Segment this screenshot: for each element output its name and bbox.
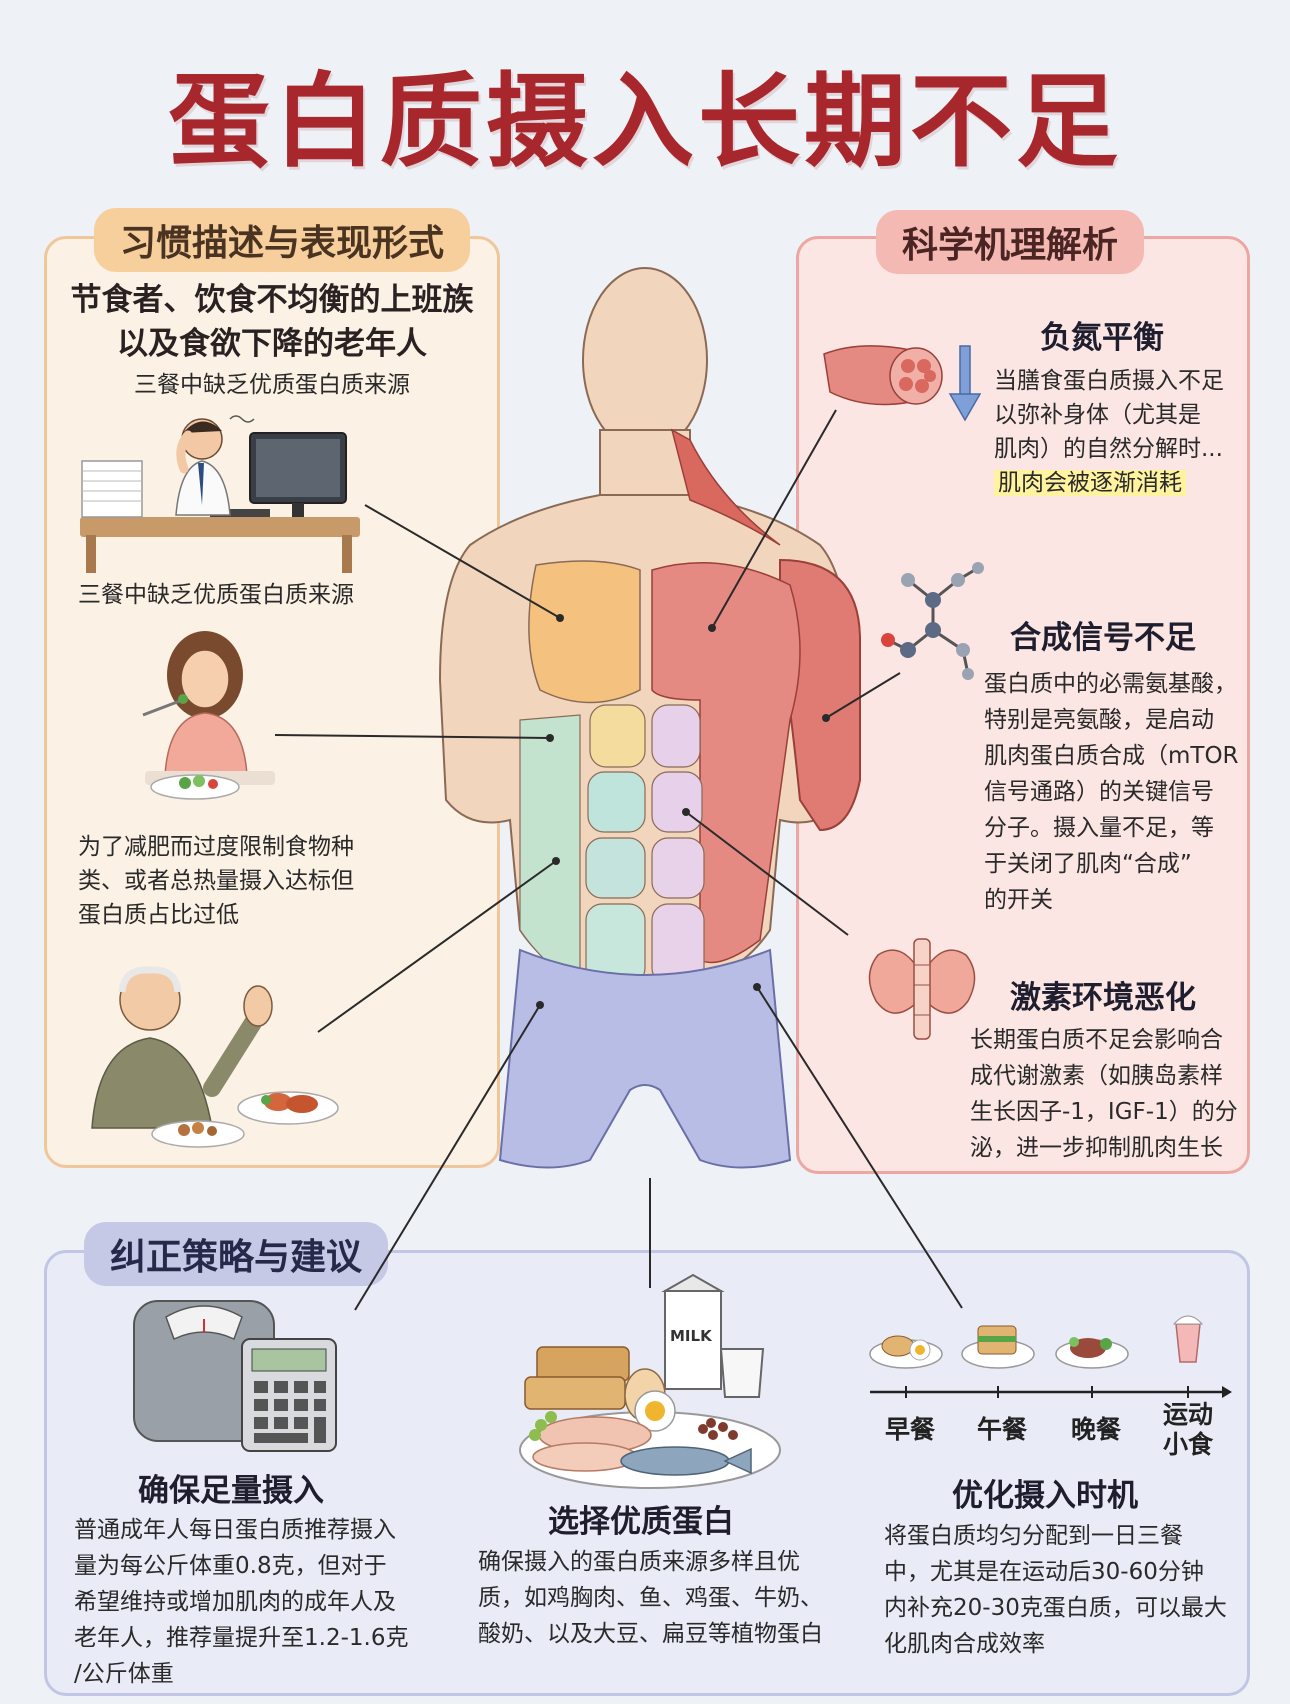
hormone-line3: 生长因子-1，IGF-1）的分 — [970, 1099, 1238, 1125]
signal-title: 合成信号不足 — [1010, 620, 1196, 656]
milk-carton-label: MILK — [670, 1327, 713, 1345]
signal-text: 蛋白质中的必需氨基酸， 特别是亮氨酸，是启动 肌肉蛋白质合成（mTOR 信号通路… — [984, 666, 1239, 918]
amount-title: 确保足量摄入 — [138, 1473, 324, 1509]
habit-headline: 节食者、饮食不均衡的上班族 以及食欲下降的老年人 — [50, 278, 494, 366]
timeline-label-lunch: 午餐 — [977, 1415, 1028, 1444]
amount-text: 普通成年人每日蛋白质推荐摄入 量为每公斤体重0.8克，但对于 希望维持或增加肌肉… — [74, 1512, 408, 1692]
signal-line5: 分子。摄入量不足，等 — [984, 815, 1214, 841]
amount-line1: 普通成年人每日蛋白质推荐摄入 — [74, 1517, 396, 1543]
signal-line2: 特别是亮氨酸，是启动 — [984, 707, 1214, 733]
page-title: 蛋白质摄入长期不足 — [168, 63, 1122, 182]
diet-text-line1: 为了减肥而过度限制食物种 — [78, 834, 354, 860]
timeline-label-snack: 运动 小食 — [1160, 1400, 1216, 1460]
timing-line4: 化肌肉合成效率 — [884, 1631, 1045, 1657]
nitrogen-text: 当膳食蛋白质摄入不足 以弥补身体（尤其是 肌肉）的自然分解时... 肌肉会被逐渐… — [994, 364, 1224, 500]
timeline-label-snack-line2: 小食 — [1162, 1430, 1213, 1459]
timing-line2: 中，尤其是在运动后30-60分钟 — [884, 1559, 1204, 1585]
habit-note-bottom: 三餐中缺乏优质蛋白质来源 — [78, 582, 354, 608]
quality-line2: 质，如鸡胸肉、鱼、鸡蛋、牛奶、 — [478, 1585, 823, 1611]
dieting-woman-illustration — [142, 631, 275, 800]
muscle-fiber-icon — [823, 345, 943, 406]
signal-line7: 的开关 — [984, 887, 1053, 913]
mechanism-panel — [796, 236, 1250, 1174]
protein-food-plate-illustration: MILK — [519, 1273, 781, 1489]
scale-calculator-icon — [133, 1300, 337, 1452]
strategy-panel-tag: 纠正策略与建议 — [84, 1222, 389, 1286]
amount-line4: 老年人，推荐量提升至1.2-1.6克 — [74, 1625, 409, 1651]
amount-line3: 希望维持或增加肌肉的成年人及 — [74, 1589, 396, 1615]
signal-line6: 于关闭了肌肉“合成” — [984, 851, 1192, 877]
habit-panel-tag: 习惯描述与表现形式 — [94, 208, 471, 272]
diet-text: 为了减肥而过度限制食物种 类、或者总热量摄入达标但 蛋白质占比过低 — [78, 830, 354, 932]
signal-line4: 信号通路）的关键信号 — [984, 779, 1214, 805]
quality-text: 确保摄入的蛋白质来源多样且优 质，如鸡胸肉、鱼、鸡蛋、牛奶、 酸奶、以及大豆、扁… — [478, 1544, 823, 1652]
timing-title: 优化摄入时机 — [952, 1478, 1138, 1514]
diet-text-line2: 类、或者总热量摄入达标但 — [78, 868, 354, 894]
quality-title: 选择优质蛋白 — [548, 1504, 734, 1540]
quality-line1: 确保摄入的蛋白质来源多样且优 — [478, 1549, 800, 1575]
timeline-label-breakfast: 早餐 — [885, 1415, 936, 1444]
meal-timeline-chart — [869, 1315, 1232, 1398]
office-worker-illustration — [80, 415, 360, 573]
hormone-text: 长期蛋白质不足会影响合 成代谢激素（如胰岛素样 生长因子-1，IGF-1）的分 … — [970, 1022, 1238, 1166]
timeline-label-dinner: 晚餐 — [1071, 1415, 1122, 1444]
diet-text-line3: 蛋白质占比过低 — [78, 902, 239, 928]
mechanism-panel-tag: 科学机理解析 — [876, 210, 1145, 274]
signal-line3: 肌肉蛋白质合成（mTOR — [984, 743, 1239, 769]
timing-line3: 内补充20-30克蛋白质，可以最大 — [884, 1595, 1227, 1621]
nitrogen-highlight: 肌肉会被逐渐消耗 — [994, 470, 1186, 496]
thyroid-gland-icon — [868, 938, 976, 1040]
hormone-line4: 泌，进一步抑制肌肉生长 — [970, 1135, 1223, 1161]
elderly-man-illustration — [91, 966, 339, 1148]
timeline-label-snack-line1: 运动 — [1162, 1400, 1213, 1429]
hormone-title: 激素环境恶化 — [1010, 980, 1196, 1016]
down-arrow-icon — [948, 345, 982, 422]
hormone-line2: 成代谢激素（如胰岛素样 — [970, 1063, 1223, 1089]
timing-text: 将蛋白质均匀分配到一日三餐 中，尤其是在运动后30-60分钟 内补充20-30克… — [884, 1518, 1227, 1662]
amino-acid-molecule-icon — [881, 562, 984, 680]
hormone-line1: 长期蛋白质不足会影响合 — [970, 1027, 1223, 1053]
habit-note-top: 三餐中缺乏优质蛋白质来源 — [134, 372, 410, 398]
amount-line5: /公斤体重 — [74, 1661, 174, 1687]
nitrogen-line3: 肌肉）的自然分解时... — [994, 436, 1223, 462]
quality-line3: 酸奶、以及大豆、扁豆等植物蛋白 — [478, 1621, 823, 1647]
nitrogen-title: 负氮平衡 — [1040, 320, 1164, 356]
amount-line2: 量为每公斤体重0.8克，但对于 — [74, 1553, 387, 1579]
habit-headline-line1: 节食者、饮食不均衡的上班族 — [70, 282, 474, 318]
nitrogen-line1: 当膳食蛋白质摄入不足 — [994, 368, 1224, 394]
nitrogen-line2: 以弥补身体（尤其是 — [994, 402, 1201, 428]
habit-headline-line2: 以及食欲下降的老年人 — [117, 326, 427, 362]
timing-line1: 将蛋白质均匀分配到一日三餐 — [884, 1523, 1183, 1549]
signal-line1: 蛋白质中的必需氨基酸， — [984, 671, 1237, 697]
